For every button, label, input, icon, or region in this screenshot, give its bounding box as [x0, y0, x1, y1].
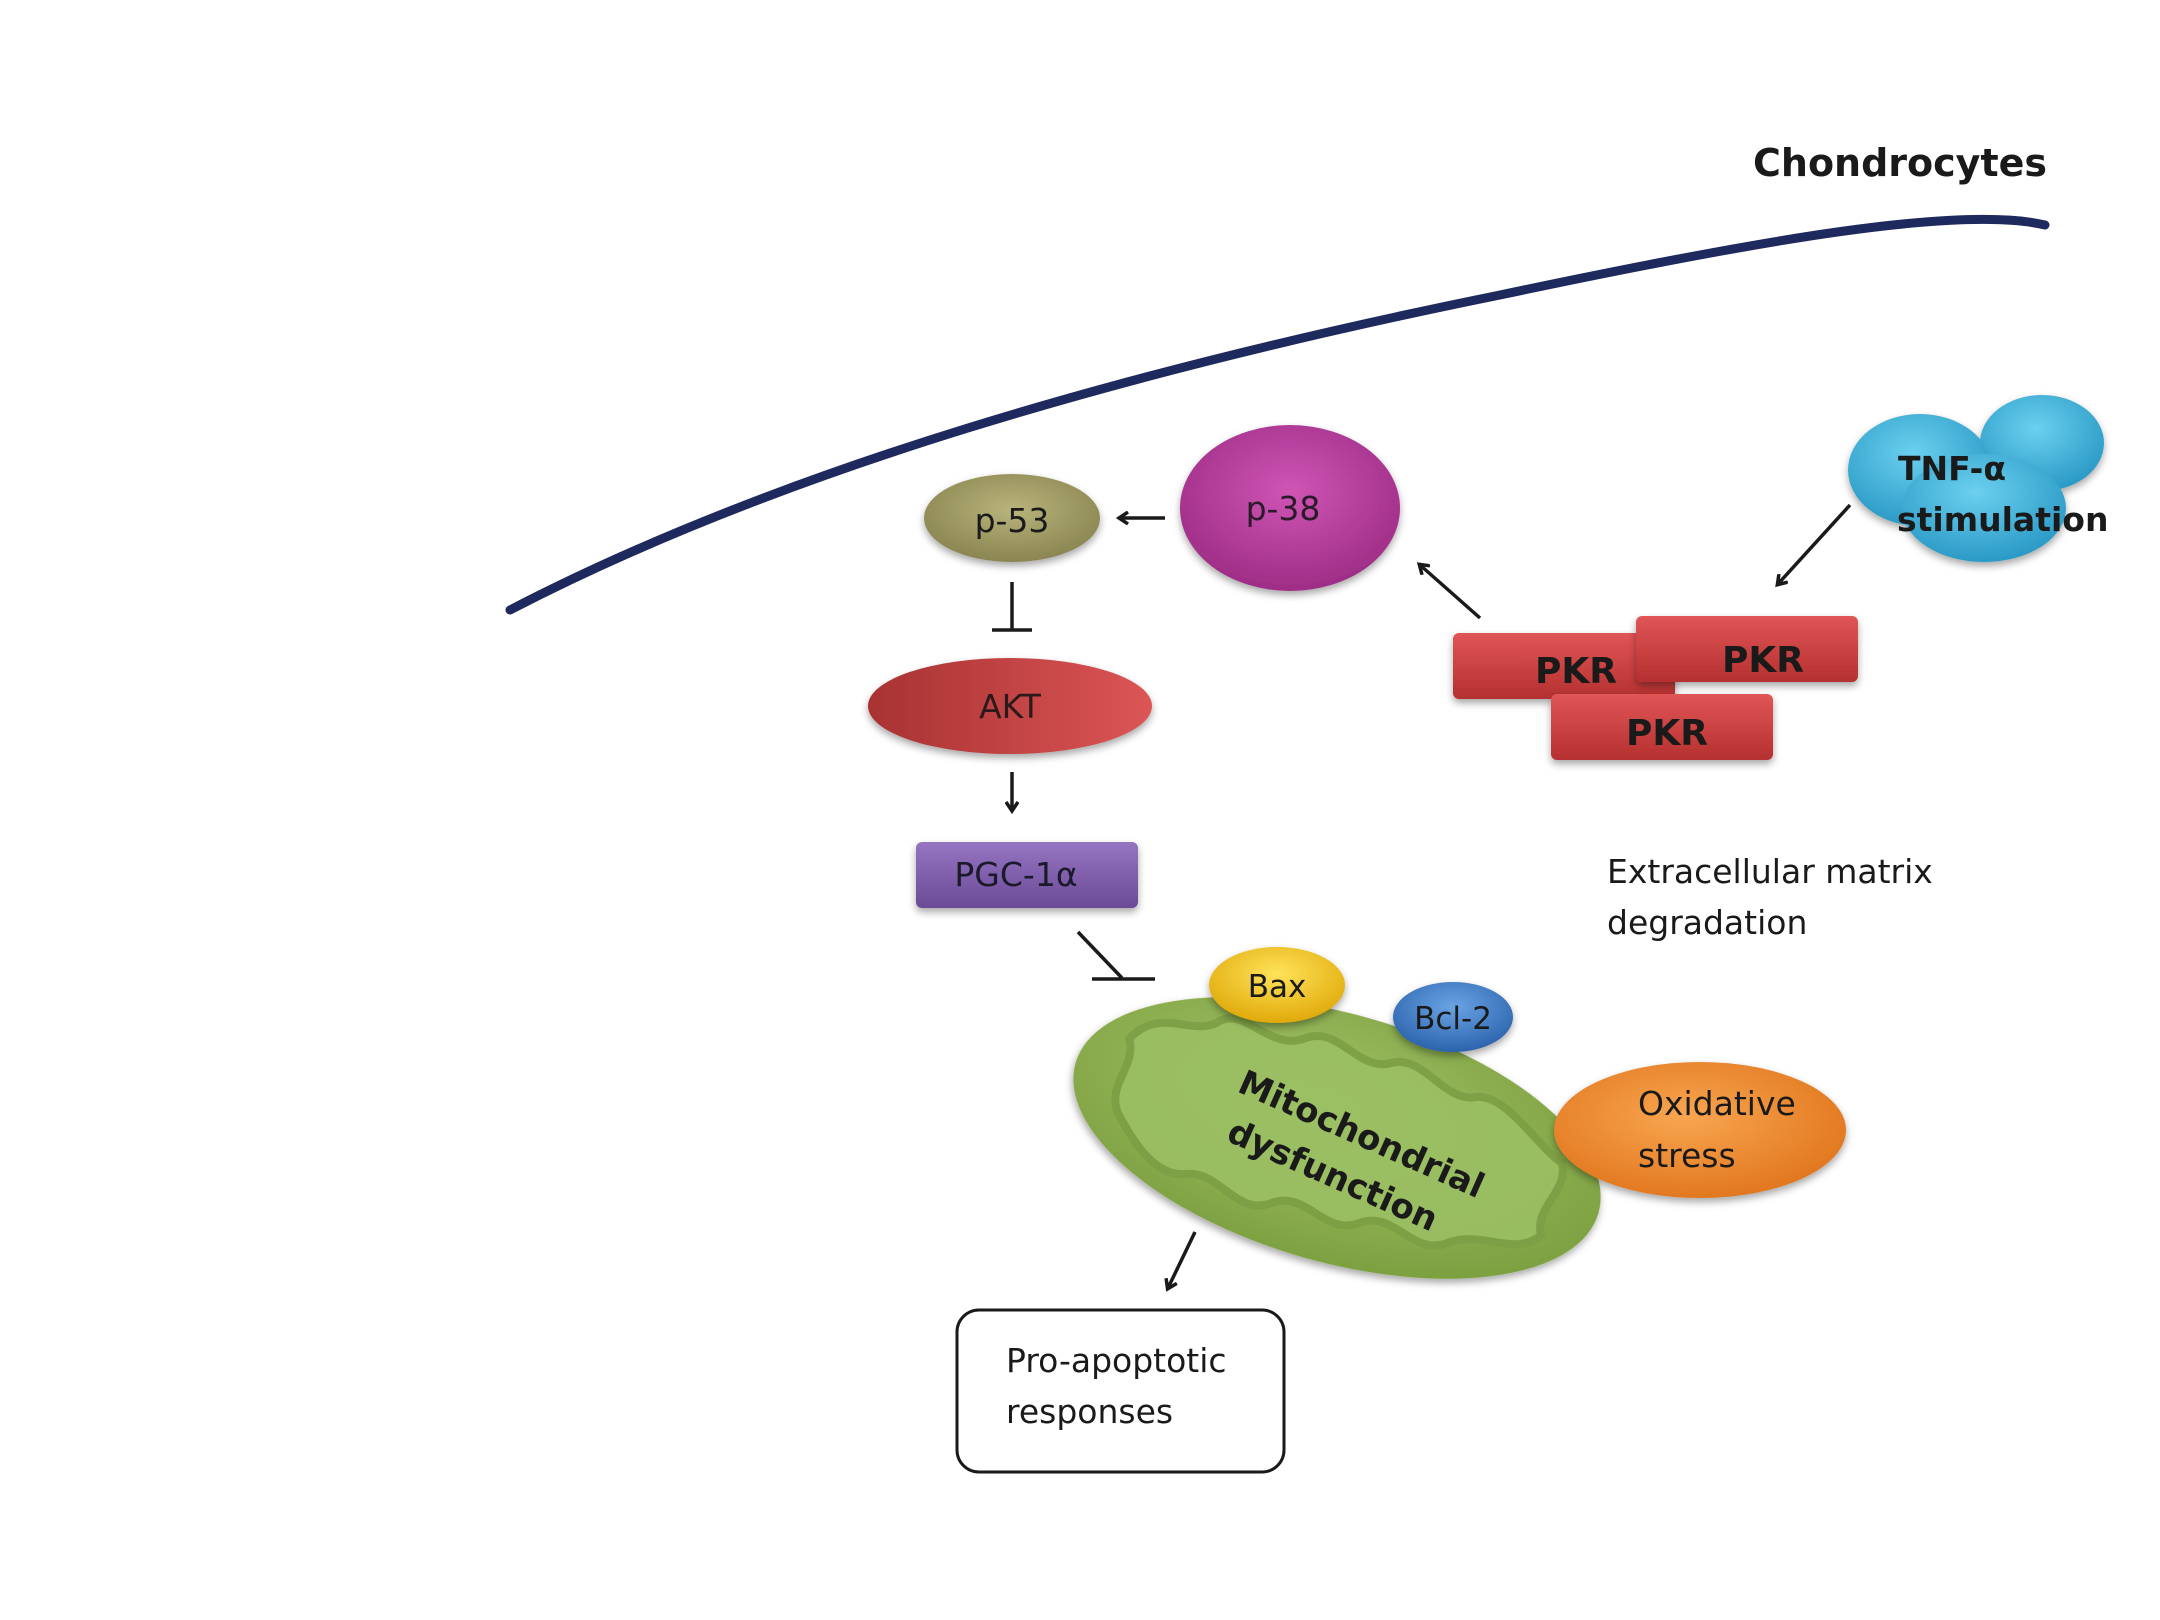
inhibition-pgc1a-mito [1076, 930, 1155, 981]
apoptosis-label-line1: Pro-apoptotic [1006, 1341, 1227, 1380]
oxidative-label-line1: Oxidative [1638, 1084, 1796, 1123]
bcl2-label: Bcl-2 [1414, 1001, 1492, 1037]
p38-label: p-38 [1246, 489, 1321, 528]
ecm-label-line2: degradation [1607, 903, 1807, 942]
bax-node [1209, 947, 1345, 1023]
diagram-title: Chondrocytes [1753, 141, 2047, 185]
akt-label: AKT [979, 687, 1042, 726]
pkr-block-bottom [1551, 694, 1773, 760]
p53-node [924, 474, 1100, 562]
inhibition-p53-akt [992, 582, 1032, 632]
pgc1a-label: PGC-1α [954, 855, 1077, 894]
bax-label: Bax [1248, 969, 1307, 1005]
bcl2-node [1393, 982, 1513, 1052]
tnf-alpha-cluster [1848, 395, 2104, 562]
akt-node [868, 658, 1152, 754]
pkr-label-right: PKR [1722, 640, 1804, 681]
p53-label: p-53 [975, 501, 1050, 540]
ecm-label-line1: Extracellular matrix [1607, 852, 1933, 891]
apoptosis-label-line2: responses [1006, 1392, 1173, 1431]
arrow-tnf-to-pkr [1778, 503, 1852, 584]
cell-membrane-curve [505, 214, 2050, 615]
pkr-block-right [1636, 616, 1858, 682]
mitochondrion [1073, 997, 1601, 1279]
mitochondrion-cristae [1111, 1014, 1567, 1250]
oxidative-stress-node [1554, 1062, 1846, 1198]
arrow-pkr-to-p38 [1420, 565, 1482, 620]
p38-node [1180, 425, 1400, 591]
pro-apoptotic-box [955, 1308, 1286, 1474]
pgc1a-node [916, 842, 1138, 908]
pkr-label-left: PKR [1535, 651, 1617, 692]
tnf-alpha-label: TNF-α [1898, 449, 2006, 488]
oxidative-label-line2: stress [1638, 1136, 1736, 1175]
pkr-block-left [1453, 633, 1675, 699]
arrow-mito-to-apoptosis [1168, 1231, 1197, 1288]
pkr-label-bottom: PKR [1626, 713, 1708, 754]
tnf-stimulation-label: stimulation [1897, 500, 2108, 539]
